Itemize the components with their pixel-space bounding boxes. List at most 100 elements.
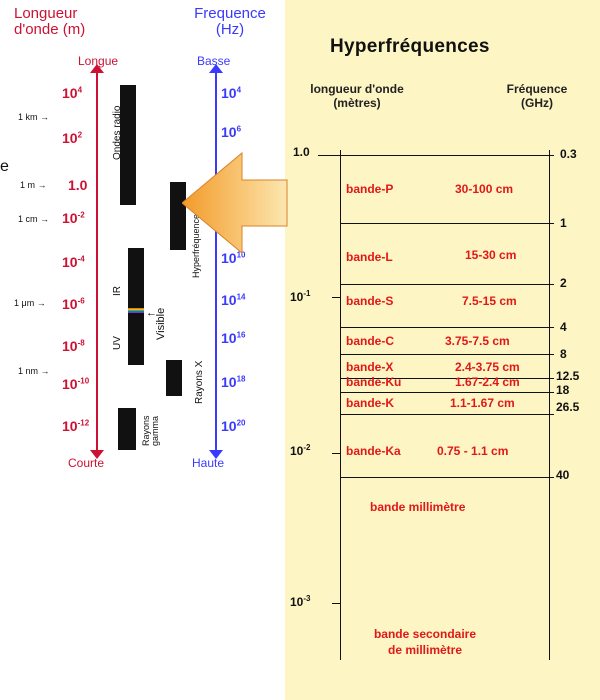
freq-tick-3: 1014 — [221, 292, 246, 308]
ir-bar — [128, 248, 144, 310]
freq-label-8: 40 — [556, 468, 570, 482]
row-line-7 — [340, 414, 554, 415]
band-submillimetre-line2: de millimètre — [387, 643, 463, 657]
freq-label-7: 26.5 — [556, 400, 580, 414]
frequency-axis — [215, 70, 217, 452]
band-Ka-name: bande-Ka — [346, 444, 401, 458]
wave-tick-6: 10-8 — [62, 338, 85, 354]
freq-tick-2: 1010 — [221, 250, 246, 266]
band-C-range: 3.75-7.5 cm — [445, 334, 510, 348]
wl-tick-1 — [332, 297, 340, 298]
row-line-0 — [318, 155, 554, 156]
row-line-6 — [340, 392, 554, 393]
wavelength-title-line1: Longueur — [14, 5, 78, 22]
edge-letter: e — [0, 158, 9, 175]
band-K-name: bande-K — [346, 396, 394, 410]
visible-arrow: ← — [146, 307, 157, 319]
wave-tick-0: 104 — [62, 85, 83, 101]
band-millimetre: bande millimètre — [370, 500, 466, 514]
wl-label-4: 10-3 — [290, 594, 311, 609]
uv-bar — [128, 313, 144, 365]
wave-tick-7: 10-10 — [62, 376, 90, 392]
ir-label: IR — [112, 286, 123, 296]
wave-tick-1: 102 — [62, 130, 83, 146]
xray-bar — [166, 360, 182, 396]
marker-1m: 1 m → — [20, 180, 47, 190]
col-frequency-header-line2: (GHz) — [521, 96, 553, 110]
marker-1km: 1 km → — [18, 112, 50, 122]
row-line-5 — [340, 378, 554, 379]
frequency-arrow-down-icon — [209, 450, 223, 459]
hyperfrequency-panel — [285, 0, 600, 700]
band-K-range: 1.1-1.67 cm — [450, 396, 515, 410]
wave-tick-5: 10-6 — [62, 296, 85, 312]
wl-label-3: 10-2 — [290, 443, 311, 458]
freq-label-6: 18 — [556, 383, 570, 397]
wave-tick-4: 10-4 — [62, 254, 85, 270]
wavelength-arrow-icon — [90, 64, 104, 73]
marker-1um: 1 μm → — [14, 298, 46, 308]
freq-tick-1: 106 — [221, 124, 242, 140]
xray-label: Rayons X — [194, 360, 205, 404]
row-line-3 — [340, 327, 554, 328]
freq-tick-5: 1018 — [221, 374, 246, 390]
freq-label-1: 1 — [560, 216, 567, 230]
wave-tick-2: 1.0 — [68, 177, 88, 193]
freq-label-3: 4 — [560, 320, 567, 334]
marker-1cm: 1 cm → — [18, 214, 50, 224]
band-Ka-range: 0.75 - 1.1 cm — [437, 444, 509, 458]
band-P-name: bande-P — [346, 182, 394, 196]
visible-stripe — [128, 308, 144, 313]
freq-label-4: 8 — [560, 347, 567, 361]
wl-tick-3 — [332, 603, 340, 604]
microwave-bar — [170, 182, 186, 250]
wavelength-bottom-label: Courte — [68, 456, 105, 470]
band-submillimetre-line1: bande secondaire — [373, 627, 477, 641]
col-wavelength-header: longueur d'onde (mètres) — [292, 82, 422, 110]
wavelength-title-line2: d'onde (m) — [14, 21, 86, 38]
wave-tick-3: 10-2 — [62, 210, 85, 226]
col-frequency-header-line1: Fréquence — [506, 82, 568, 96]
band-S-name: bande-S — [346, 294, 394, 308]
wavelength-column-title: Longueur d'onde (m) — [14, 6, 85, 38]
band-P-range: 30-100 cm — [455, 182, 514, 196]
radio-bar — [120, 85, 136, 205]
frequency-bottom-label: Haute — [192, 456, 225, 470]
freq-label-2: 2 — [560, 276, 567, 290]
freq-label-0: 0.3 — [560, 147, 577, 161]
wavelength-arrow-down-icon — [90, 450, 104, 459]
band-X-range: 2.4-3.75 cm — [455, 360, 520, 374]
row-line-8 — [340, 477, 554, 478]
band-S-range: 7.5-15 cm — [462, 294, 517, 308]
wl-label-1: 1.0 — [293, 145, 310, 159]
frequency-arrow-icon — [209, 64, 223, 73]
band-L-range: 15-30 cm — [465, 248, 517, 262]
table-left-border — [340, 150, 341, 660]
freq-tick-0: 104 — [221, 85, 242, 101]
frequency-title-line1: Frequence — [194, 5, 266, 22]
row-line-4 — [340, 354, 554, 355]
wavelength-top-label: Longue — [78, 54, 119, 68]
col-wavelength-header-line1: longueur d'onde — [310, 82, 404, 96]
radio-label: Ondes radio — [112, 105, 123, 160]
frequency-title-line2: (Hz) — [215, 21, 245, 38]
marker-1nm: 1 nm → — [18, 366, 50, 376]
band-submillimetre: bande secondaire de millimètre — [370, 626, 480, 658]
gamma-bar — [118, 408, 136, 450]
frequency-column-title: Frequence (Hz) — [180, 6, 280, 38]
gamma-label-line2: gamma — [150, 415, 160, 446]
freq-tick-4: 1016 — [221, 330, 246, 346]
band-Ku-name: bande-Ku — [346, 375, 402, 389]
row-line-2 — [340, 284, 554, 285]
panel-title: Hyperfréquences — [330, 36, 490, 57]
freq-tick-6: 1020 — [221, 418, 246, 434]
wl-label-2: 10-1 — [290, 289, 311, 304]
band-Ku-range: 1.67-2.4 cm — [455, 375, 520, 389]
wave-tick-8: 10-12 — [62, 418, 90, 434]
col-frequency-header: Fréquence (GHz) — [482, 82, 592, 110]
band-X-name: bande-X — [346, 360, 394, 374]
band-C-name: bande-C — [346, 334, 394, 348]
pointer-arrow-icon — [182, 151, 288, 255]
table-right-border — [549, 150, 550, 660]
row-line-1 — [340, 223, 554, 224]
